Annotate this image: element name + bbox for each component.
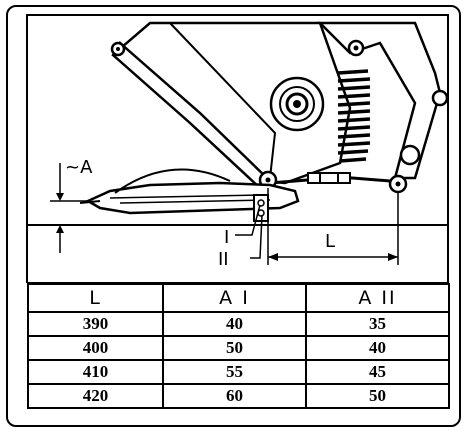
cutter-disc [114, 168, 231, 194]
table-cell: 400 [27, 335, 164, 361]
header-offset-one: A I [162, 283, 307, 313]
far-right-pivot-icon [431, 89, 449, 107]
table-row: 390 40 35 [27, 311, 450, 337]
table-row: 400 50 40 [27, 335, 450, 361]
table-header-row: L A I A II [27, 283, 450, 313]
position-two-label: II [218, 249, 229, 270]
table-cell: 40 [162, 311, 307, 337]
table-cell: 35 [305, 311, 450, 337]
header-offset-two: A II [305, 283, 450, 313]
cutter-bar [85, 181, 300, 215]
table-cell: 40 [305, 335, 450, 361]
frame-inner-line [169, 22, 277, 179]
header-length: L [27, 283, 164, 313]
mid-right-pivot-icon [399, 144, 421, 166]
leader-line-two [250, 214, 263, 259]
position-one-label: I [224, 227, 229, 248]
table-cell: 50 [162, 335, 307, 361]
table-cell: 420 [27, 383, 164, 409]
mower-adjustment-diagram: ~A I II L [26, 14, 449, 283]
table-cell: 60 [162, 383, 307, 409]
table-cell: 45 [305, 359, 450, 385]
leader-line-one [235, 204, 261, 236]
offset-label: ~A [65, 157, 93, 178]
table-cell: 410 [27, 359, 164, 385]
length-arrow-right-icon [388, 253, 398, 261]
table-cell: 50 [305, 383, 450, 409]
settings-table: L A I A II 390 40 35 400 50 40 410 55 45… [27, 283, 450, 409]
diagram-border [26, 14, 449, 283]
table-row: 420 60 50 [27, 383, 450, 409]
hole-position-one-icon [257, 199, 265, 207]
offset-arrow-down-icon [56, 193, 64, 201]
table-cell: 55 [162, 359, 307, 385]
table-cell: 390 [27, 311, 164, 337]
length-label: L [325, 231, 335, 252]
length-arrow-left-icon [268, 253, 278, 261]
tension-spring-icon [337, 69, 371, 163]
offset-arrow-up-icon [56, 225, 64, 233]
table-row: 410 55 45 [27, 359, 450, 385]
